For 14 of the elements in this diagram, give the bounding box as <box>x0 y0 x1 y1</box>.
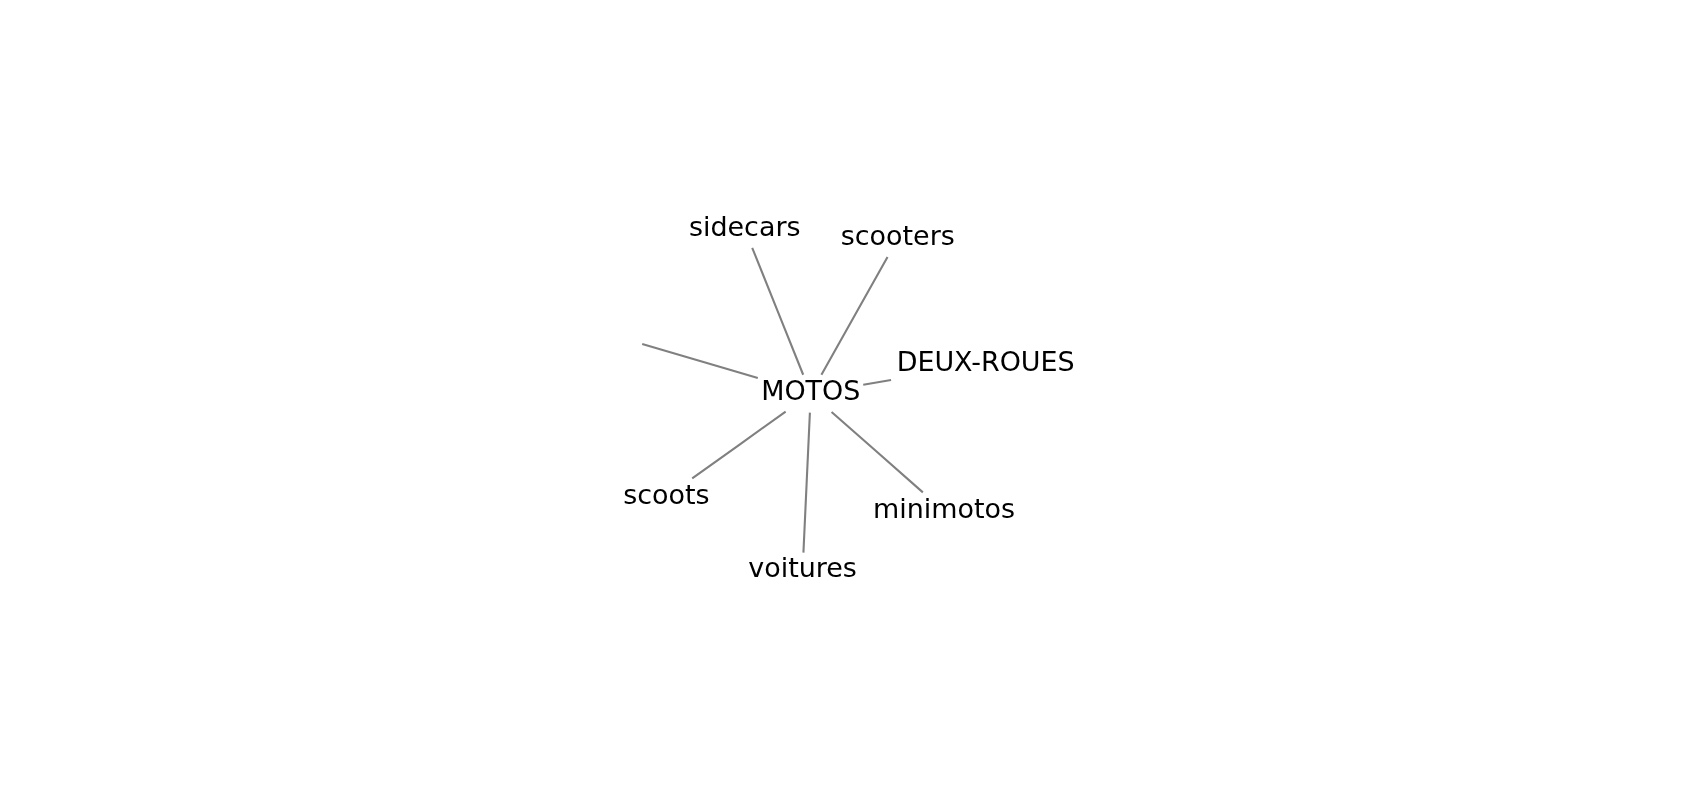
connector <box>691 410 787 480</box>
node-text: scooters <box>840 220 955 252</box>
node-text: voitures <box>748 552 857 584</box>
connector <box>830 411 924 494</box>
node-text: scoots <box>623 478 710 510</box>
connector <box>751 247 805 376</box>
node-text: MOTOS <box>761 375 861 407</box>
connector <box>802 412 811 553</box>
connector <box>641 342 759 379</box>
connector <box>863 378 892 386</box>
node-text: DEUX-ROUES <box>896 345 1075 377</box>
connector <box>820 256 889 376</box>
node-text: minimotos <box>872 492 1016 524</box>
node-text: sidecars <box>688 210 801 242</box>
